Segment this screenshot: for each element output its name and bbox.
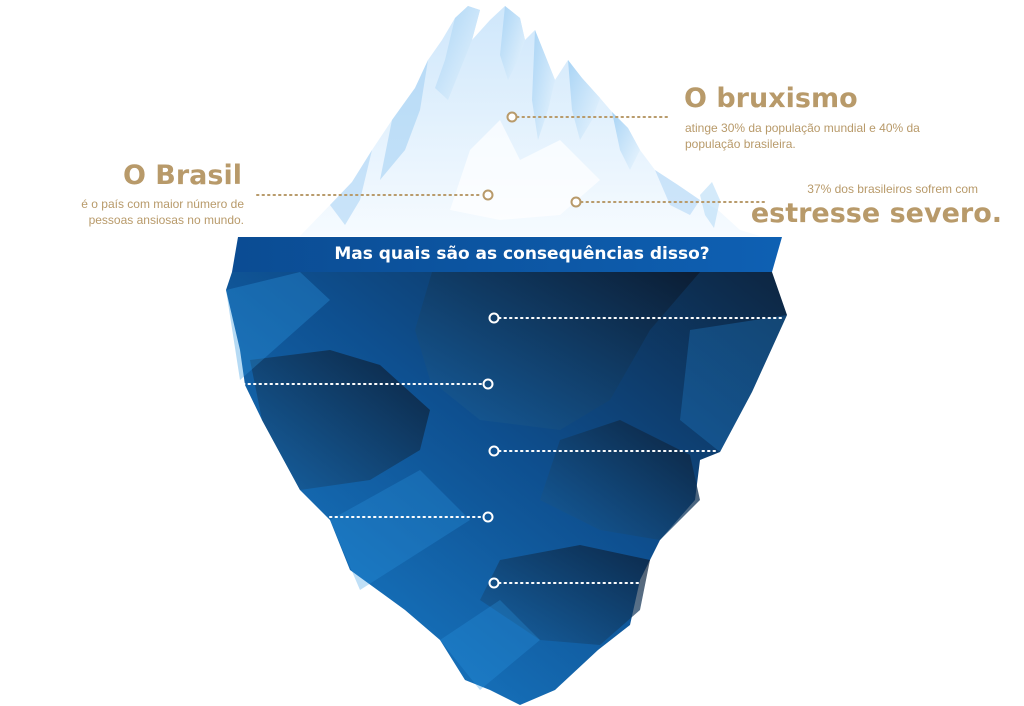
marker-brasil [482,189,494,201]
marker-below-5 [488,577,500,589]
bruxismo-description: atinge 30% da população mundial e 40% da… [685,121,920,151]
marker-estresse [570,196,582,208]
marker-below-1 [488,312,500,324]
brasil-description: é o país com maior número de pessoas ans… [81,197,244,227]
marker-below-4 [482,511,494,523]
iceberg-underwater [226,272,787,705]
marker-bruxismo [506,111,518,123]
connectors-below [242,312,785,589]
marker-below-2 [482,378,494,390]
waterline-band [232,237,782,272]
bruxismo-title: O bruxismo [684,83,858,114]
waterline-question: Mas quais são as consequências disso? [334,244,710,264]
estresse-intro: 37% dos brasileiros sofrem com [807,182,978,196]
estresse-title: estresse severo. [750,198,1002,229]
brasil-title: O Brasil [122,160,242,191]
marker-below-3 [488,445,500,457]
connectors-above [256,111,769,208]
